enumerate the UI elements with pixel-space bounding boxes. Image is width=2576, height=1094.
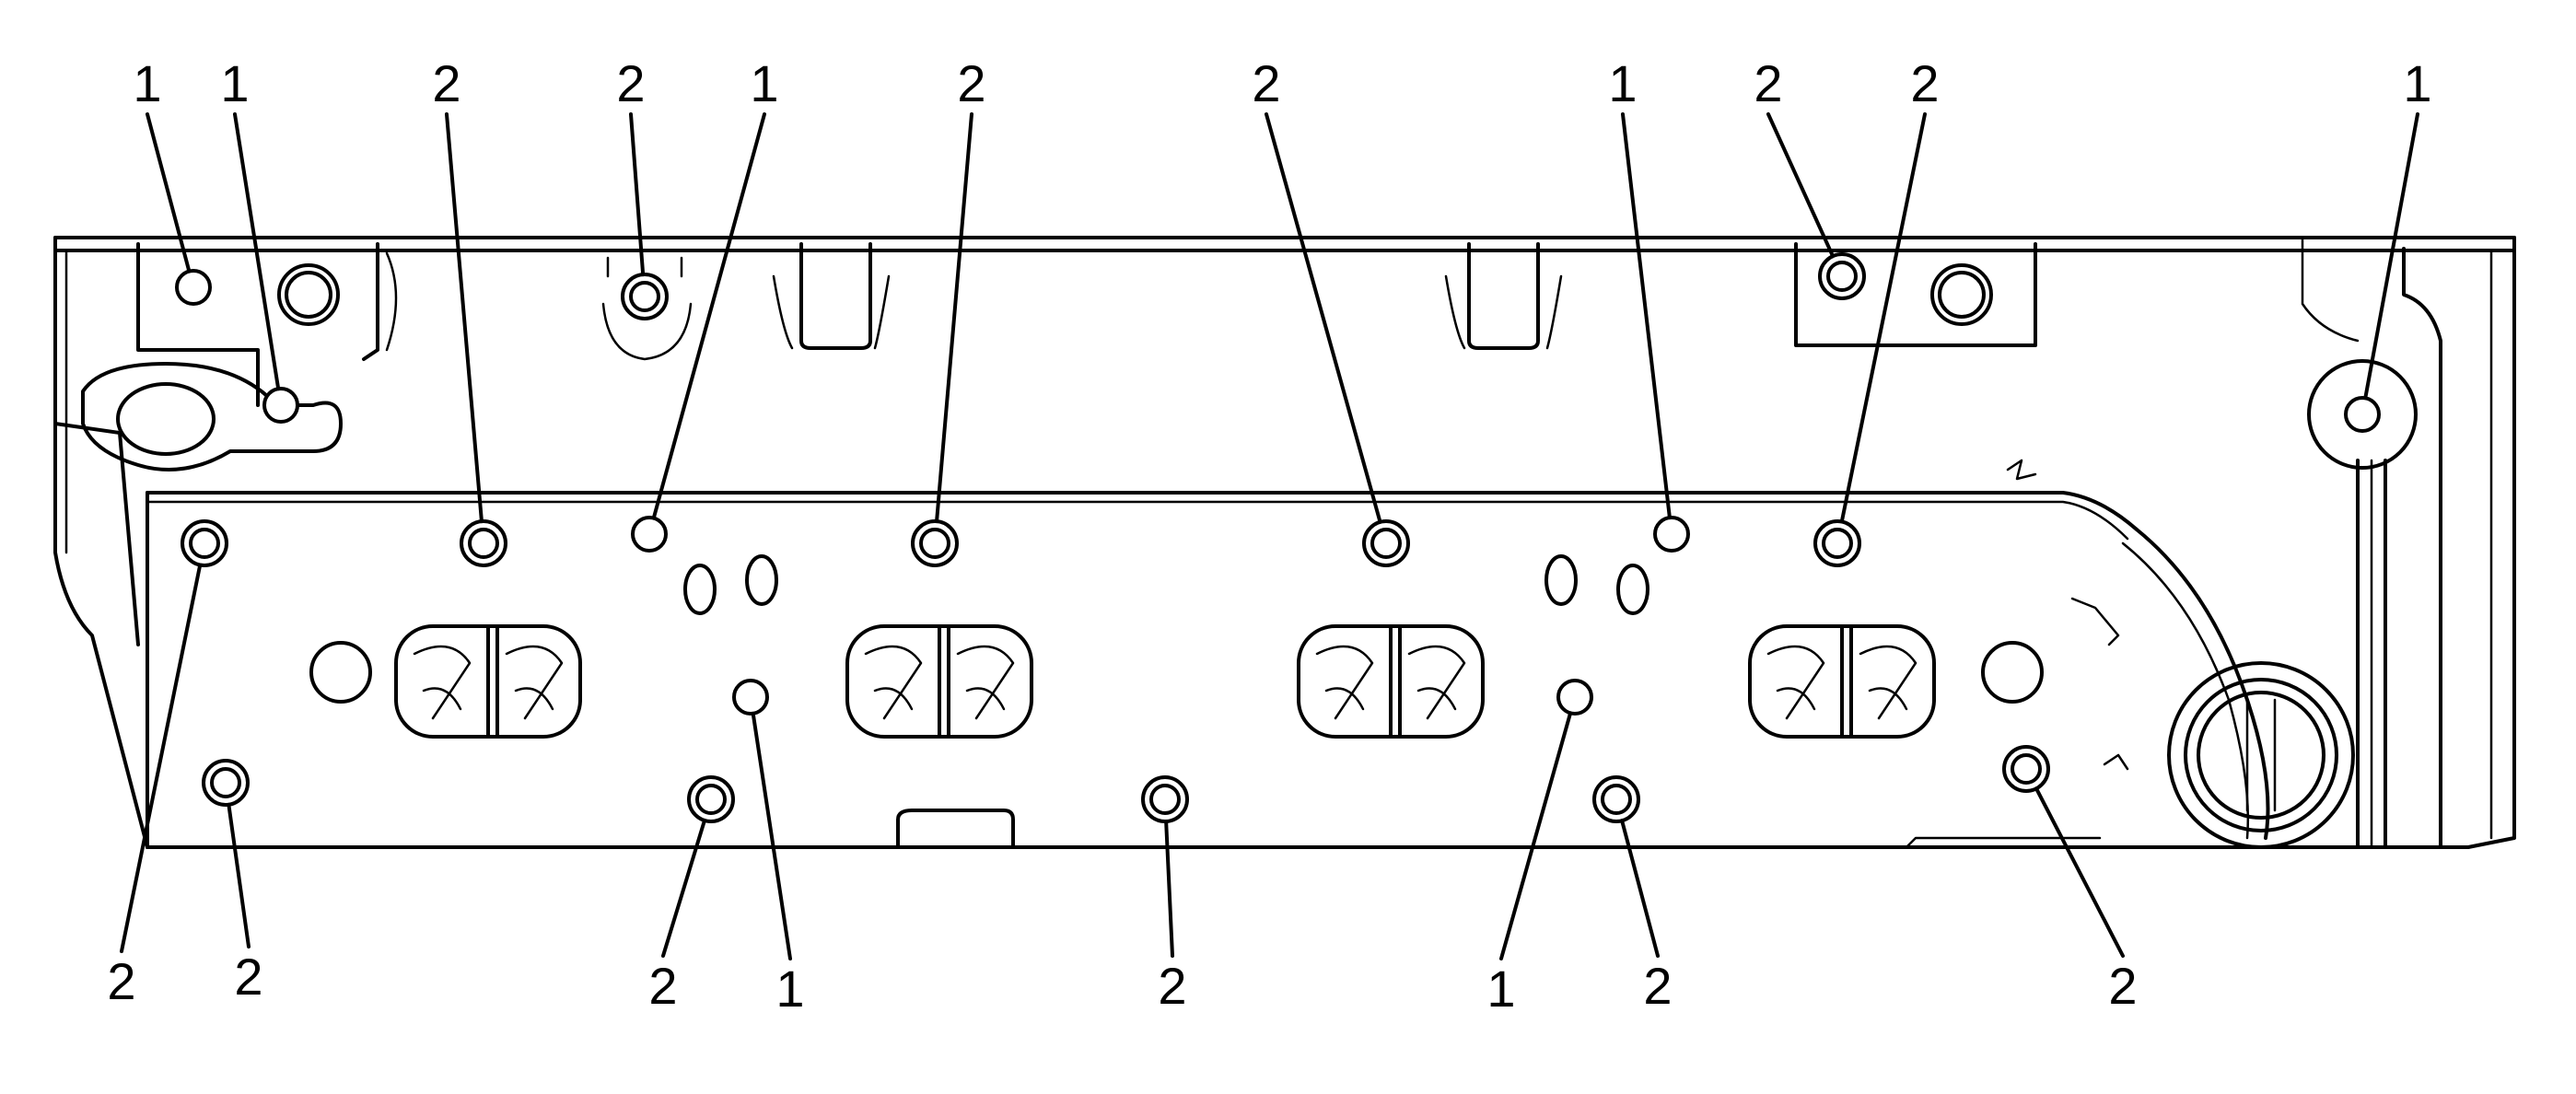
- leader-line-a3: [445, 112, 484, 524]
- bolt-hole-a11: [2344, 396, 2381, 433]
- callout-label-b6: 1: [1486, 960, 1515, 1018]
- leader-line-a6: [935, 112, 973, 524]
- callout-label-a5: 1: [750, 54, 778, 112]
- callout-label-b5: 2: [1158, 957, 1186, 1015]
- callout-label-b4: 1: [775, 960, 804, 1018]
- leader-line-a7: [1265, 112, 1382, 524]
- leader-line-b6: [1499, 711, 1573, 960]
- leader-line-b2: [227, 802, 251, 949]
- leader-line-b7: [1620, 819, 1660, 958]
- leader-line-a11: [2363, 112, 2419, 401]
- bolt-hole-a7: [1362, 519, 1410, 567]
- bolt-hole-b5: [1141, 775, 1189, 823]
- bolt-hole-b4: [732, 679, 769, 716]
- bolt-hole-a10: [1813, 519, 1861, 567]
- callout-label-a7: 2: [1252, 54, 1280, 112]
- callout-label-a8: 1: [1608, 54, 1637, 112]
- bolt-hole-b8: [2002, 745, 2050, 793]
- callout-label-b3: 2: [648, 957, 677, 1015]
- chamber-2: [845, 624, 1033, 739]
- bolt-hole-a2: [262, 387, 299, 424]
- bolt-hole-a1: [175, 269, 212, 306]
- bolt-hole-b3: [687, 775, 735, 823]
- callout-label-a4: 2: [616, 54, 645, 112]
- leader-lines: [120, 112, 2419, 960]
- bolt-holes: [175, 252, 2381, 823]
- bolt-hole-a9: [1818, 252, 1866, 300]
- leader-line-b3: [661, 818, 706, 958]
- leader-line-a8: [1621, 112, 1672, 520]
- leader-line-a10: [1839, 112, 1927, 524]
- leader-line-a4: [629, 112, 646, 277]
- bolt-hole-b2: [202, 759, 250, 807]
- combustion-chambers: [394, 624, 1936, 739]
- large-ring-bosses: [277, 263, 2044, 704]
- leader-line-a2: [233, 112, 281, 391]
- callout-label-a9: 2: [1754, 54, 1782, 112]
- callout-label-a6: 2: [957, 54, 985, 112]
- leader-line-a1: [146, 112, 192, 274]
- leader-line-a5: [651, 112, 766, 520]
- leader-line-a9: [1766, 112, 1836, 259]
- chamber-4: [1748, 624, 1936, 739]
- leader-line-b5: [1164, 819, 1174, 958]
- bolt-hole-a5: [631, 516, 668, 553]
- callout-label-a3: 2: [432, 54, 460, 112]
- bolt-hole-a3: [460, 519, 507, 567]
- callout-label-b2: 2: [234, 948, 262, 1006]
- coolant-slots: [683, 554, 1649, 615]
- callout-label-a2: 1: [220, 54, 249, 112]
- bolt-hole-b7: [1592, 775, 1640, 823]
- callout-label-b1: 2: [107, 952, 135, 1010]
- chamber-1: [394, 624, 582, 739]
- bolt-hole-b1: [181, 519, 228, 567]
- leader-line-b1: [120, 563, 203, 953]
- bolt-hole-a4: [621, 273, 669, 320]
- bolt-hole-b6: [1556, 679, 1593, 716]
- callout-labels: 1 1 2 2 1 2 2 1 2 2 1 2 2 2 1 2 1 2 2: [107, 54, 2431, 1018]
- callout-label-a1: 1: [133, 54, 161, 112]
- bolt-hole-a8: [1653, 516, 1690, 553]
- bolt-hole-a6: [911, 519, 959, 567]
- callout-label-a10: 2: [1910, 54, 1939, 112]
- cylinder-head-outline: [53, 236, 2516, 849]
- leader-line-b4: [751, 711, 792, 960]
- callout-label-b8: 2: [2108, 957, 2137, 1015]
- callout-label-a11: 1: [2403, 54, 2431, 112]
- leader-line-b8: [2034, 786, 2125, 958]
- chamber-3: [1297, 624, 1485, 739]
- callout-label-b7: 2: [1643, 957, 1672, 1015]
